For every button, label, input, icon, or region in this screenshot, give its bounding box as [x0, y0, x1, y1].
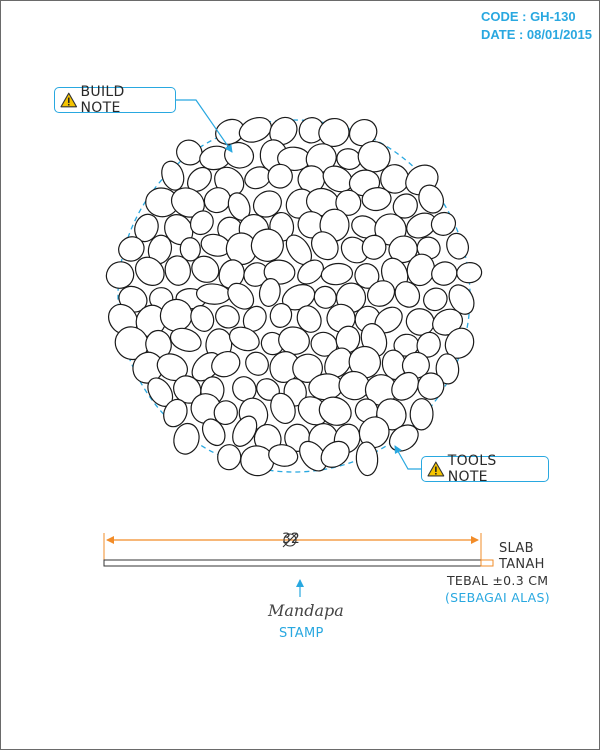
pebble	[310, 231, 339, 261]
pebble	[134, 256, 165, 286]
pebble	[225, 232, 258, 266]
pebble	[409, 398, 434, 431]
pebble	[227, 282, 255, 310]
pebble	[348, 346, 381, 379]
pebble	[394, 281, 421, 308]
pebble	[392, 193, 418, 219]
pebble	[169, 327, 202, 352]
pebble	[435, 353, 460, 385]
pebble	[190, 305, 215, 332]
pebble	[361, 234, 387, 260]
slab-section	[103, 559, 482, 567]
pebble	[388, 424, 419, 452]
brand-logo: Mandapa	[268, 601, 344, 620]
pebble	[163, 398, 188, 428]
pebble	[431, 261, 458, 286]
pebble-pattern	[105, 116, 483, 477]
pebble	[444, 327, 475, 359]
pebble	[240, 445, 275, 477]
pebble	[232, 415, 258, 447]
pebble	[318, 117, 350, 147]
pebble	[430, 211, 457, 236]
pebble	[357, 140, 391, 173]
title-block: CODE : GH-130 DATE : 08/01/2015	[481, 8, 592, 44]
pebble	[406, 212, 437, 239]
pebble	[417, 372, 445, 400]
pebble	[218, 259, 245, 289]
pebble	[318, 396, 352, 426]
stamp-label: STAMP	[279, 626, 324, 641]
pebble	[361, 187, 392, 212]
pebble	[179, 237, 201, 262]
diameter-value: 32	[282, 531, 300, 547]
pebble	[456, 262, 483, 284]
pebble	[418, 184, 445, 214]
pebble	[105, 261, 135, 289]
pebble	[296, 305, 322, 333]
pebble	[423, 287, 448, 312]
build-note-leader	[176, 99, 233, 153]
diameter-icon	[282, 532, 298, 548]
pebble	[244, 166, 271, 190]
tools-note-leader	[394, 445, 421, 470]
pebble	[156, 353, 188, 382]
tools-note-label: TOOLS NOTE	[447, 453, 497, 485]
pebble	[203, 187, 231, 214]
pebble	[335, 189, 362, 216]
pebble	[269, 302, 293, 328]
pebble	[348, 119, 378, 147]
build-note-callout: BUILD NOTE	[54, 84, 176, 116]
pebble	[320, 440, 350, 468]
build-note-label: BUILD NOTE	[80, 84, 125, 116]
slab-thickness-mark	[480, 559, 494, 567]
pebble	[189, 210, 214, 236]
pebble	[211, 350, 241, 378]
pebble	[215, 305, 240, 329]
warning-icon	[427, 461, 445, 477]
code-label: CODE : GH-130	[480, 9, 576, 24]
pebble	[217, 444, 242, 471]
pebble	[299, 440, 327, 472]
tools-note-callout: TOOLS NOTE	[421, 453, 549, 485]
pebble	[268, 444, 299, 467]
slab-label-line2: TANAH	[499, 557, 545, 572]
pebble	[366, 280, 396, 307]
pebble	[355, 441, 379, 477]
pebble	[191, 255, 220, 283]
pebble	[446, 232, 469, 260]
pebble	[201, 418, 226, 447]
pebble	[245, 351, 269, 376]
pebble	[118, 236, 145, 262]
slab-note-label: (SEBAGAI ALAS)	[445, 590, 550, 605]
pebble	[164, 255, 191, 286]
pebble	[250, 228, 284, 262]
date-label: DATE : 08/01/2015	[480, 27, 592, 42]
pebble	[320, 262, 354, 286]
pebble	[267, 163, 293, 189]
warning-icon	[60, 92, 78, 108]
slab-thickness-label: TEBAL ±0.3 CM	[447, 573, 549, 588]
pebble	[391, 371, 419, 401]
pebble	[238, 116, 272, 143]
pebble	[326, 303, 356, 333]
slab-label-line1: SLAB	[499, 541, 534, 556]
pebble	[270, 392, 296, 424]
pebble	[173, 422, 200, 455]
pebble	[448, 284, 475, 315]
pebble	[258, 278, 281, 307]
pebble	[313, 285, 337, 309]
pebble	[229, 326, 260, 352]
